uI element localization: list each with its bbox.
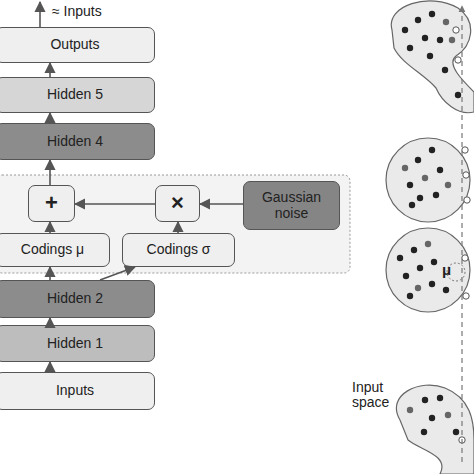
data-point [437, 395, 443, 401]
node-label: Gaussian noise [244, 190, 339, 221]
data-point [431, 259, 437, 265]
data-point [453, 27, 459, 33]
node-label: Hidden 5 [47, 87, 103, 102]
mean-symbol: μ [442, 262, 462, 279]
sum-op: + [28, 185, 75, 222]
data-point [445, 182, 451, 188]
flow-arrow [49, 222, 51, 233]
data-point [407, 293, 413, 299]
coding-box: Codings σ [122, 233, 235, 267]
data-point [411, 247, 417, 253]
data-point [449, 37, 455, 43]
data-point [455, 57, 461, 63]
data-point [422, 397, 428, 403]
flow-arrow [100, 267, 135, 280]
coding-box: Codings μ [0, 233, 110, 267]
mapping-line [461, 6, 462, 462]
flow-arrow [49, 113, 51, 123]
data-point [427, 53, 433, 59]
data-point [437, 37, 443, 43]
data-points [397, 11, 470, 443]
data-point [429, 281, 435, 287]
product-op: × [155, 185, 200, 222]
node-label: Codings μ [21, 242, 84, 257]
flow-arrow [49, 160, 51, 185]
data-point [443, 287, 449, 293]
data-point [422, 35, 428, 41]
flow-arrow [49, 362, 51, 372]
data-point [415, 285, 421, 291]
hidden-layer: Hidden 2 [0, 280, 155, 318]
data-point [425, 241, 431, 247]
node-label: Outputs [50, 37, 99, 52]
data-point [453, 429, 459, 435]
data-point [462, 255, 468, 261]
data-point [417, 265, 423, 271]
flow-arrow [49, 318, 51, 325]
node-label: Hidden 4 [47, 134, 103, 149]
data-point [429, 147, 435, 153]
data-point [455, 92, 461, 98]
data-point [422, 175, 428, 181]
output-layer: Outputs [0, 27, 155, 63]
data-point [437, 167, 443, 173]
data-point [463, 172, 469, 178]
node-label: Hidden 1 [47, 336, 103, 351]
data-point [445, 412, 451, 418]
flow-arrow [49, 267, 51, 280]
space-label: Input space [352, 380, 404, 411]
data-point [421, 429, 427, 435]
output-arrow [39, 2, 41, 27]
data-point [407, 45, 413, 51]
output-target: ≈ Inputs [52, 4, 142, 19]
data-point [403, 273, 409, 279]
data-point [409, 202, 415, 208]
flow-arrow [177, 222, 179, 233]
node-label: Inputs [56, 383, 94, 398]
hidden-layer: Hidden 4 [0, 123, 155, 160]
data-point [415, 157, 421, 163]
data-point [429, 415, 435, 421]
data-point [402, 165, 408, 171]
data-point [464, 197, 470, 203]
flow-arrow [200, 203, 243, 205]
hidden-layer: Hidden 1 [0, 325, 155, 362]
data-point [407, 182, 413, 188]
node-label: + [45, 191, 58, 215]
data-point [417, 195, 423, 201]
data-point [443, 19, 449, 25]
gaussian-circle [386, 228, 470, 312]
data-point [429, 11, 435, 17]
node-label: Codings σ [147, 242, 211, 257]
data-point [433, 192, 439, 198]
input-layer: Inputs [0, 372, 155, 410]
sampling-band [0, 175, 350, 273]
data-point [463, 293, 469, 299]
data-point [407, 407, 413, 413]
flow-arrow [75, 203, 155, 205]
gaussian-circle [386, 138, 470, 222]
node-label: × [171, 191, 184, 215]
noise-box: Gaussian noise [243, 181, 340, 230]
node-label: Hidden 2 [47, 291, 103, 306]
data-point [415, 17, 421, 23]
hidden-layer: Hidden 5 [0, 77, 155, 113]
flow-arrow [49, 63, 51, 77]
data-point [402, 27, 408, 33]
data-point [397, 255, 403, 261]
data-point [442, 67, 448, 73]
data-point [462, 147, 468, 153]
